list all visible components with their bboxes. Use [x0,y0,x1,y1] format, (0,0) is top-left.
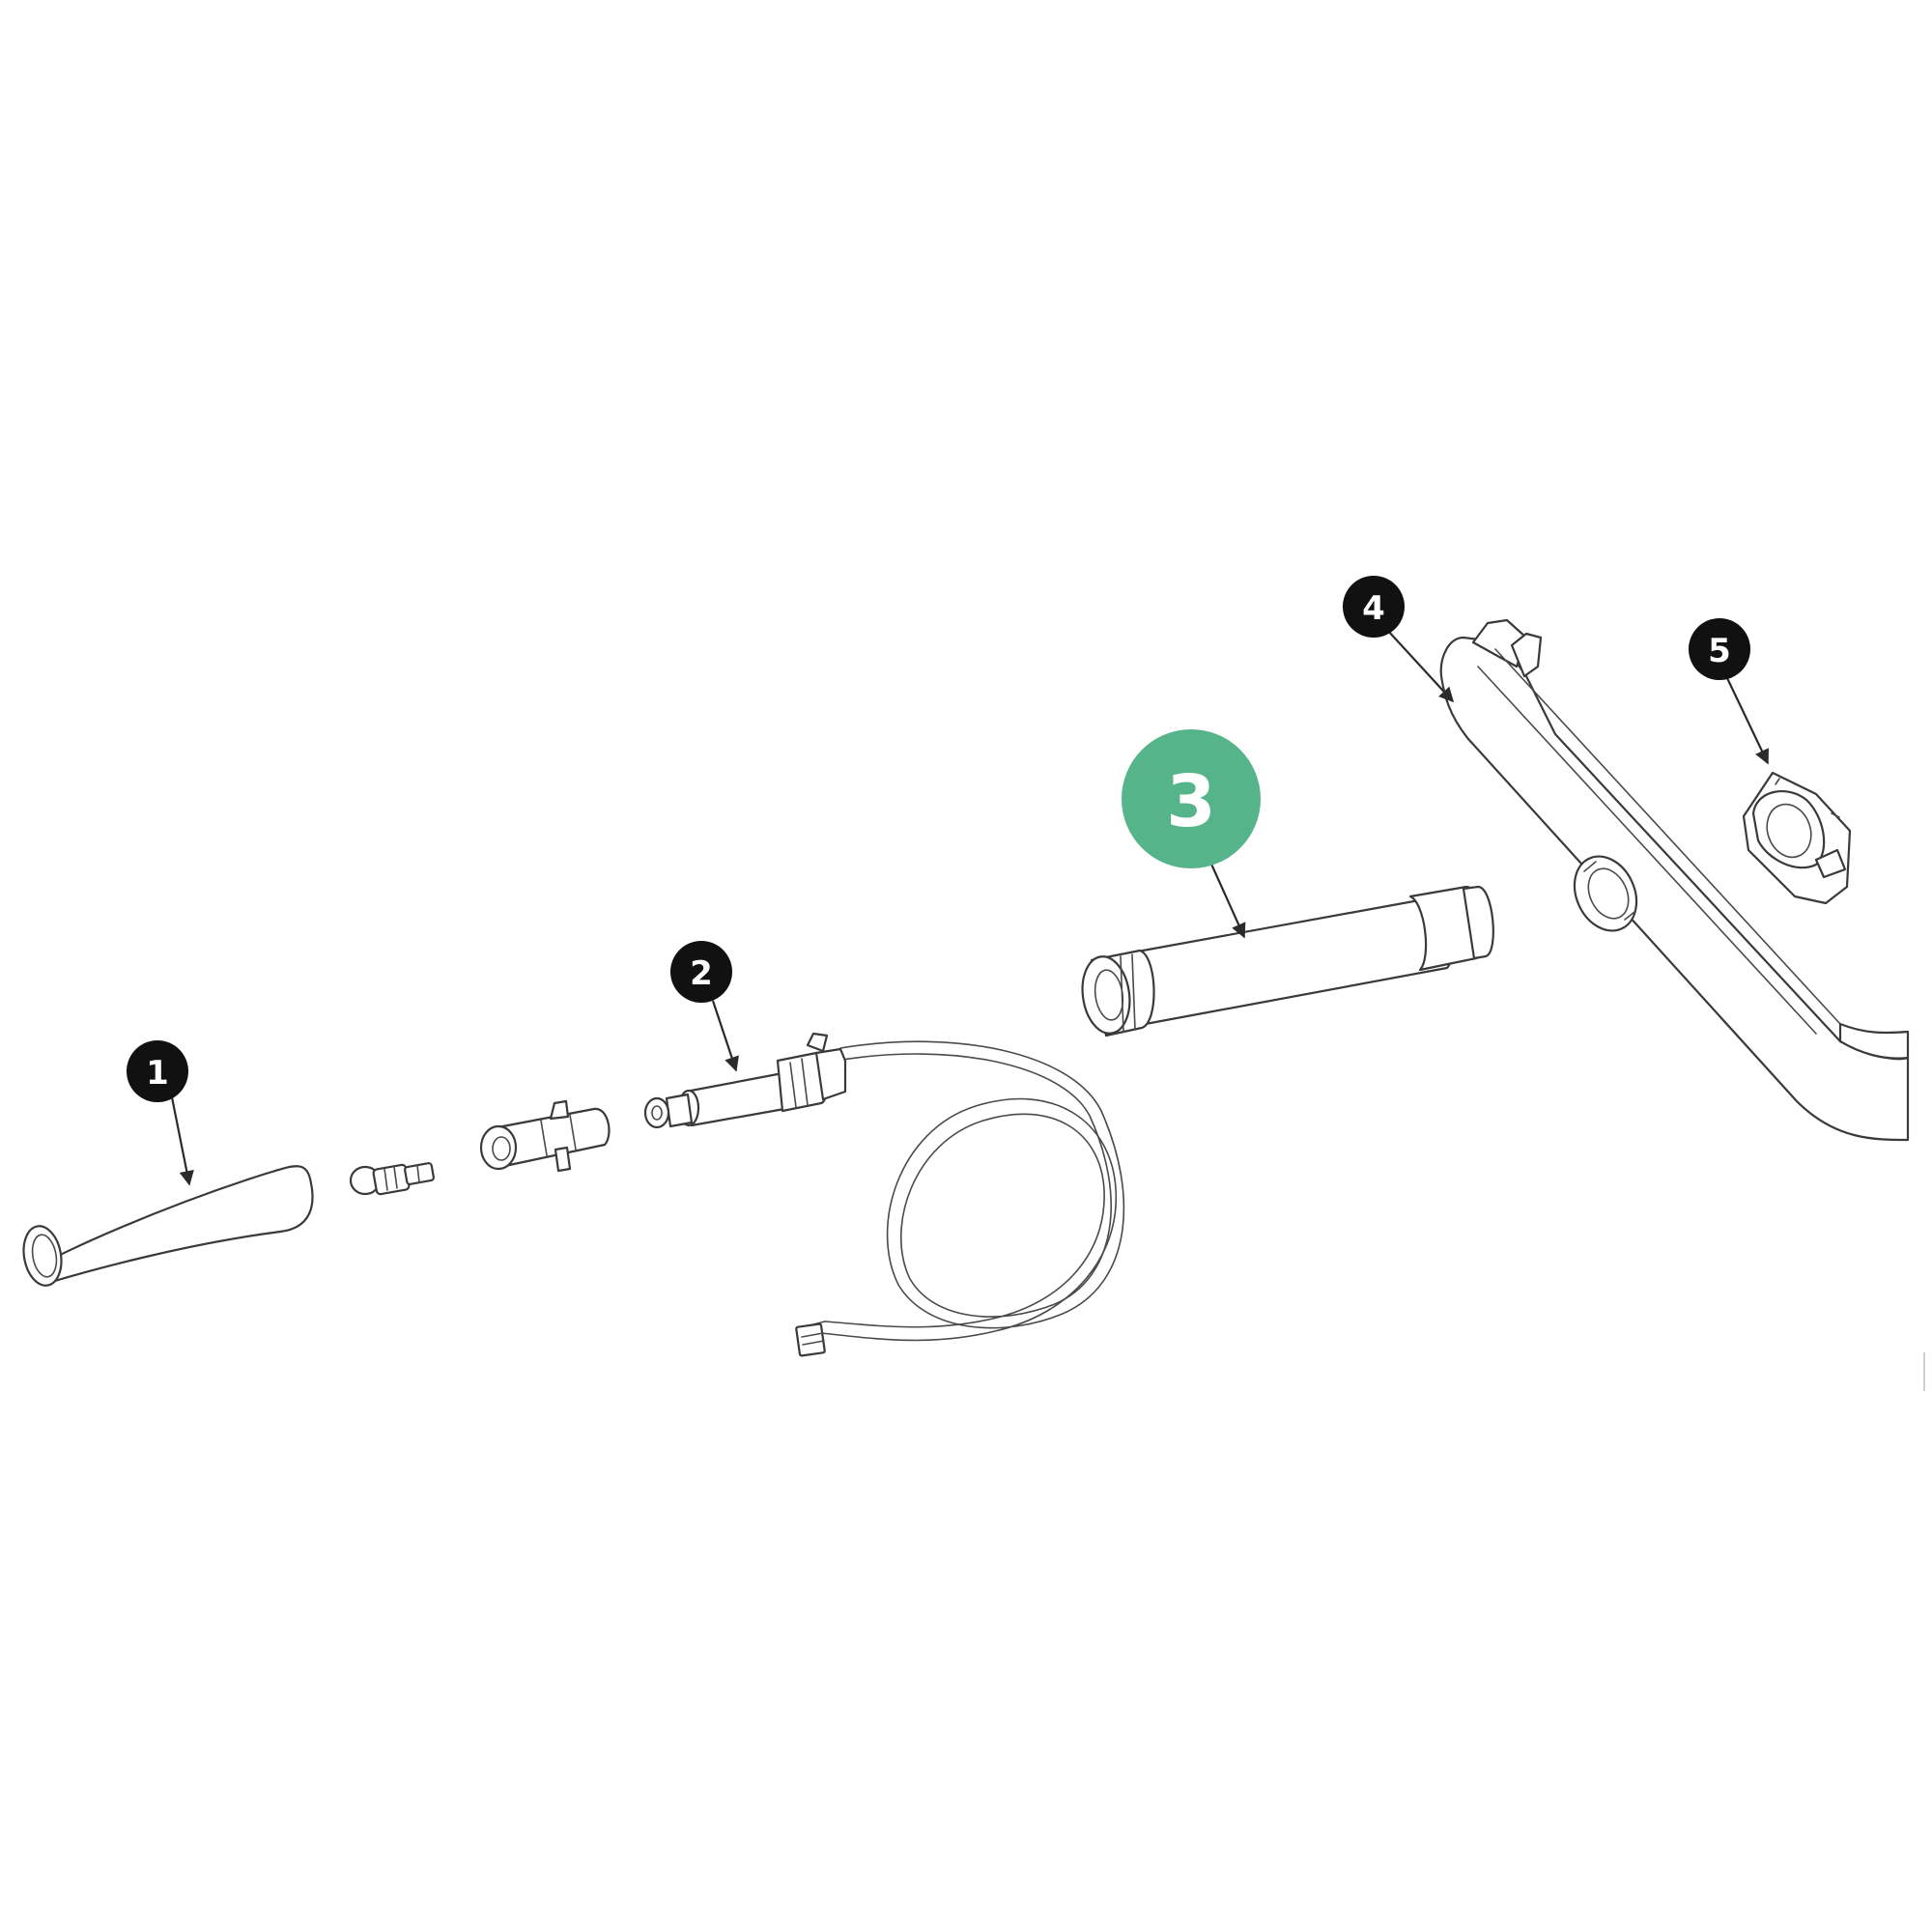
part-3-tube [1081,885,1494,1037]
part-4-bracket [1439,618,1910,1142]
part-2-cartridge-with-cable [643,1032,1125,1357]
leader-2 [711,1000,739,1072]
callout-2-circle [670,941,732,1003]
callout-1-circle [127,1040,188,1102]
leader-4 [1386,629,1455,703]
small-fitting [349,1162,435,1196]
callout-5-number: 5 [1708,632,1731,670]
callout-4-number: 4 [1362,589,1385,628]
callout-5: 5 [1689,618,1750,680]
callout-3: 3 [1122,729,1261,868]
callout-3-number: 3 [1166,760,1216,843]
callout-5-circle [1689,618,1750,680]
callout-1: 1 [127,1040,188,1102]
leader-3 [1208,859,1246,939]
callout-3-circle [1122,729,1261,868]
callout-4-circle [1343,576,1405,638]
part-5-clip [1742,771,1852,905]
connector-coupling [479,1099,611,1173]
callout-1-number: 1 [146,1054,169,1093]
callout-2-number: 2 [690,954,713,993]
leader-lines [170,629,1769,1186]
callout-4: 4 [1343,576,1405,638]
leader-5 [1726,677,1769,765]
leader-1 [170,1096,194,1186]
part-1-nozzle [22,1165,314,1287]
callout-2: 2 [670,941,732,1003]
